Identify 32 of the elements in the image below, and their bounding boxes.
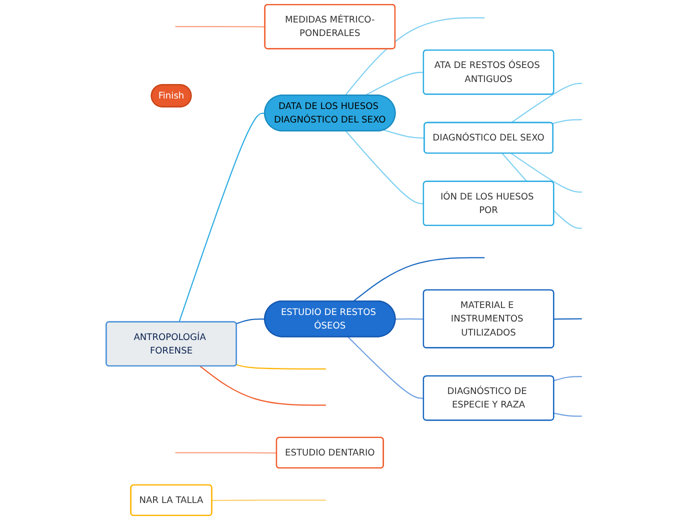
connector-line (510, 82, 582, 124)
topic-box: MEDIDAS MÉTRICO-PONDERALES (264, 4, 396, 50)
topic-box: DIAGNÓSTICO DE ESPECIE Y RAZA (422, 375, 554, 421)
connector-line (554, 412, 582, 417)
connector-line (554, 318, 582, 320)
connector-line (364, 72, 424, 96)
connector-line (236, 318, 265, 324)
topic-box: ESTUDIO DENTARIO (276, 436, 384, 468)
topic-box: NAR LA TALLA (130, 484, 212, 516)
topic-box: IÓN DE LOS HUESOS POR (422, 180, 554, 226)
topic-box: Finish (150, 84, 192, 108)
connector-line (353, 257, 485, 302)
connector-line (200, 366, 326, 406)
connector-line (212, 500, 326, 502)
connector-line (348, 336, 424, 399)
topic-box: ANTROPOLOGÍA FORENSE (106, 321, 237, 367)
connector-line (345, 130, 424, 204)
connector-line (344, 17, 485, 96)
connector-line (395, 318, 424, 320)
connector-line (175, 26, 266, 28)
topic-box: DIAGNÓSTICO DEL SEXO (424, 122, 554, 154)
topic-box: ATA DE RESTOS ÓSEOS ANTIGUOS (422, 50, 554, 95)
connector-line (178, 112, 265, 322)
connector-line (384, 129, 424, 139)
connector-line (175, 452, 277, 454)
connector-line (236, 364, 326, 370)
connector-line (554, 376, 582, 382)
connector-line (510, 152, 582, 193)
connector-line (552, 119, 582, 124)
topic-box: DATA DE LOS HUESOS DIAGNÓSTICO DEL SEXO (264, 94, 396, 132)
topic-box: MATERIAL E INSTRUMENTOS UTILIZADOS (422, 289, 554, 348)
topic-box: ESTUDIO DE RESTOS ÓSEOS (264, 300, 396, 338)
